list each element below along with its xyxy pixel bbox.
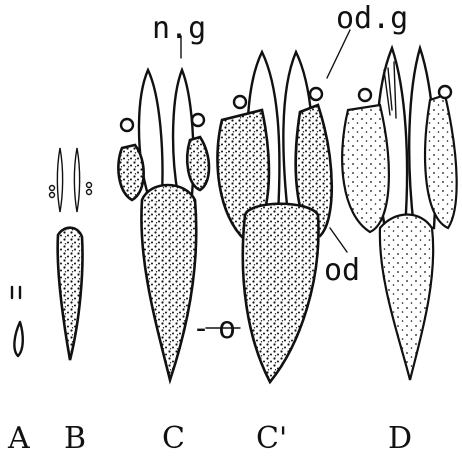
stage-label-c: C	[162, 421, 185, 456]
leader-odg	[327, 30, 350, 78]
label-o-dash: -	[192, 311, 210, 346]
label-ng: n.g	[152, 11, 206, 46]
stage-b-drawing	[50, 148, 92, 360]
stage-label-d: D	[388, 421, 412, 456]
stage-d-drawing	[342, 48, 457, 380]
stage-a-drawing	[12, 287, 23, 356]
leader-od	[330, 228, 347, 252]
stage-label-c-prime: C'	[256, 421, 287, 456]
stage-label-a: A	[7, 421, 30, 456]
label-o: o	[218, 311, 236, 346]
label-od: od	[324, 253, 360, 288]
stage-label-b: B	[64, 421, 86, 456]
label-odg: od.g	[336, 1, 408, 36]
